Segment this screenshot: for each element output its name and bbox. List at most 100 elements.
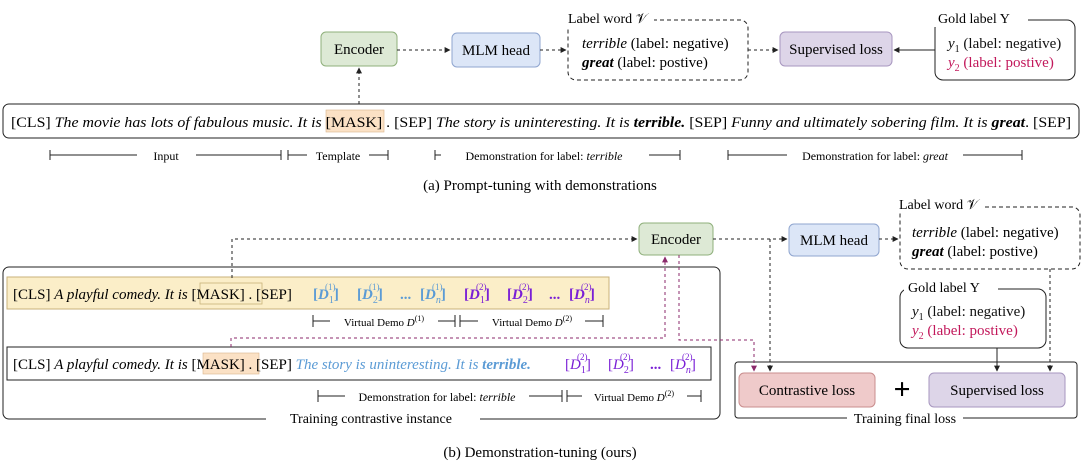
contrastive-loss-box xyxy=(738,372,876,408)
gold-var: y xyxy=(910,323,919,339)
span-rulers-a xyxy=(49,150,1023,160)
training-contrastive-instance-label: Training contrastive instance xyxy=(290,412,452,427)
mask-box-row1 xyxy=(199,282,263,305)
mask-box-row2 xyxy=(202,352,260,375)
gold-var: y xyxy=(946,36,955,52)
gold-label-title-b: Gold label Y xyxy=(908,281,980,296)
label-word-box-b xyxy=(899,206,1081,270)
label-word-desc: (label: postive) xyxy=(614,55,708,71)
input-text: The movie has lots of fabulous music. It… xyxy=(55,115,326,131)
gold-label-y2-a: y2 (label: postive) xyxy=(946,55,1054,74)
label-word-desc: (label: negative) xyxy=(627,36,729,52)
virtual-demo-superscript: (2) xyxy=(476,282,487,292)
label-word-title-b: Label word 𝒱 xyxy=(899,198,981,213)
virtual-demo-token: [D2] xyxy=(507,287,533,306)
encoder-box-a xyxy=(320,31,398,67)
virtual-demo-rulers xyxy=(312,315,604,327)
row1-highlight xyxy=(6,276,610,310)
gold-desc: (label: negative) xyxy=(924,304,1026,320)
gold-sub: 2 xyxy=(955,63,960,74)
gold-desc: (label: negative) xyxy=(960,36,1062,52)
virtual-demo-superscript: (1) xyxy=(325,282,336,292)
gold-label-title-a: Gold label Y xyxy=(938,12,1010,27)
virtual-demo-token: [D2] xyxy=(608,357,634,376)
ellipsis: ... xyxy=(549,287,561,303)
virtual-demo-1-label: Virtual Demo D(1) xyxy=(344,314,425,329)
mask-highlight-a xyxy=(325,109,385,133)
label-word: terrible xyxy=(912,225,957,241)
label-word-terrible-b: terrible (label: negative) xyxy=(912,225,1059,241)
span-demo-terrible-label: Demonstration for label: terrible xyxy=(466,149,624,163)
label-word-terrible-a: terrible (label: negative) xyxy=(582,36,729,52)
input-sentence-box-a xyxy=(2,103,1080,139)
virtual-demo-superscript: (1) xyxy=(369,282,380,292)
gold-label-y1-b: y1 (label: negative) xyxy=(910,304,1025,323)
label-word-title-a: Label word 𝒱 xyxy=(568,12,650,27)
arrow-encoder-to-contrastive-purple xyxy=(678,255,757,372)
virtual-demo-token: [D2] xyxy=(357,287,383,306)
row1-sentence: [CLS] A playful comedy. It is [MASK] . [… xyxy=(13,287,292,303)
gold-desc: (label: postive) xyxy=(924,323,1018,339)
span-demo-great-label: Demonstration for label: great xyxy=(802,149,949,163)
panel-a: Encoder MLM head Label word 𝒱 terrible (… xyxy=(2,9,1080,194)
training-final-loss-label: Training final loss xyxy=(854,412,956,427)
gold-label-y1-a: y1 (label: negative) xyxy=(946,36,1061,55)
arrow-row1-to-encoder xyxy=(231,236,638,278)
gold-label-y2-b: y2 (label: postive) xyxy=(910,323,1018,342)
demo1-text: The story is uninteresting. It is xyxy=(436,115,634,131)
contrastive-loss-label: Contrastive loss xyxy=(759,383,855,399)
plus-sign: + xyxy=(893,373,910,406)
gold-var: y xyxy=(946,55,955,71)
encoder-label-b: Encoder xyxy=(651,232,701,248)
label-word-desc: (label: negative) xyxy=(957,225,1059,241)
supervised-loss-box-a xyxy=(779,31,893,67)
row2-rulers xyxy=(317,390,702,402)
mlm-head-label-a: MLM head xyxy=(462,43,530,59)
panel-b: Encoder MLM head Label word 𝒱 terrible (… xyxy=(2,195,1081,461)
supervised-loss-box-b xyxy=(928,372,1066,408)
ellipsis: ... xyxy=(650,357,662,373)
gold-sub: 2 xyxy=(919,331,924,342)
virtual-demo-2b-label: Virtual Demo D(2) xyxy=(594,389,675,404)
demo2-word: great xyxy=(990,115,1025,131)
gold-var: y xyxy=(910,304,919,320)
mlm-head-label-b: MLM head xyxy=(800,233,868,249)
span-input-label: Input xyxy=(153,149,179,163)
supervised-loss-label-a: Supervised loss xyxy=(789,42,883,58)
virtual-demo-superscript: (2) xyxy=(620,352,631,362)
virtual-demo-superscript: (2) xyxy=(682,352,693,362)
label-word-great-a: great (label: postive) xyxy=(581,55,708,71)
input-sentence-a: [CLS] The movie has lots of fabulous mus… xyxy=(11,115,1071,131)
label-word: great xyxy=(581,55,614,71)
sep-token: [SEP] xyxy=(685,115,731,131)
virtual-demo-token: [Dn] xyxy=(670,357,696,376)
gold-desc: (label: postive) xyxy=(960,55,1054,71)
virtual-demo-superscript: (2) xyxy=(577,352,588,362)
virtual-demo-superscript: (2) xyxy=(581,282,592,292)
row2-demo-terrible-label: Demonstration for label: terrible xyxy=(359,390,517,404)
mlm-head-box-b xyxy=(788,223,880,257)
row2-virtual-demos: [D1](2)[D2](2)...[Dn](2) xyxy=(565,352,696,376)
sep-token: . [SEP] xyxy=(382,115,436,131)
virtual-demo-superscript: (1) xyxy=(432,282,443,292)
virtual-demo-token: [D1] xyxy=(313,287,339,306)
virtual-demo-superscript: (2) xyxy=(519,282,530,292)
gold-sub: 1 xyxy=(919,312,924,323)
ellipsis: ... xyxy=(400,287,412,303)
supervised-loss-label-b: Supervised loss xyxy=(950,383,1044,399)
demo1-word: terrible. xyxy=(634,115,686,131)
virtual-demo-token: [D1] xyxy=(565,357,591,376)
row2-sentence: [CLS] A playful comedy. It is [MASK] . [… xyxy=(13,357,531,373)
row1-virtual-demos: [D1](1)[D2](1)...[Dn](1)[D1](2)[D2](2)..… xyxy=(313,282,595,306)
gold-sub: 1 xyxy=(955,44,960,55)
mask-token: [MASK] xyxy=(326,115,383,131)
virtual-demo-2-label: Virtual Demo D(2) xyxy=(492,314,573,329)
virtual-demo-token: [D1] xyxy=(464,287,490,306)
virtual-demo-token: [Dn] xyxy=(420,287,446,306)
encoder-label-a: Encoder xyxy=(334,42,384,58)
label-word: great xyxy=(911,244,944,260)
demo2-text: Funny and ultimately sobering film. It i… xyxy=(730,115,991,131)
caption-a: (a) Prompt-tuning with demonstrations xyxy=(423,178,657,194)
row2-box xyxy=(6,346,712,381)
